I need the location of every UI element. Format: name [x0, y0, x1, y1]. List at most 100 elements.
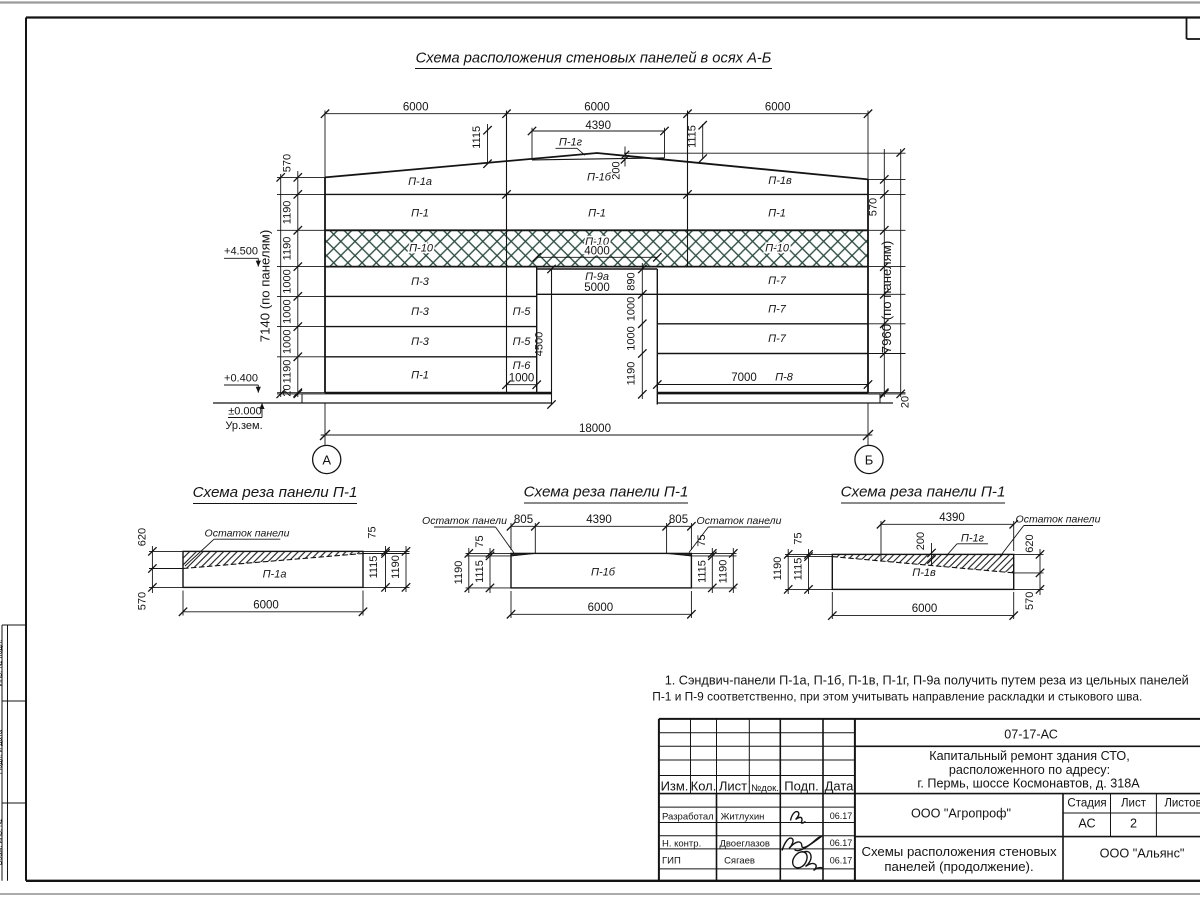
svg-text:ООО "Альянс": ООО "Альянс": [1100, 847, 1185, 861]
svg-text:П-10: П-10: [409, 243, 434, 255]
svg-text:П-5: П-5: [513, 336, 532, 348]
svg-text:4390: 4390: [586, 514, 612, 526]
svg-text:620: 620: [1024, 534, 1036, 552]
svg-text:7000: 7000: [731, 372, 757, 384]
svg-text:18000: 18000: [579, 423, 611, 435]
svg-text:1. Сэндвич-панели П-1а, П-1б,: 1. Сэндвич-панели П-1а, П-1б, П-1в, П-1г…: [665, 674, 1189, 688]
svg-text:1000: 1000: [626, 326, 638, 350]
svg-text:П-7: П-7: [768, 333, 787, 345]
svg-text:П-10: П-10: [585, 236, 610, 248]
svg-text:4390: 4390: [939, 512, 965, 524]
svg-text:1115: 1115: [793, 558, 805, 581]
svg-text:6000: 6000: [403, 101, 429, 113]
svg-text:П-7: П-7: [768, 275, 787, 287]
svg-text:Лист: Лист: [719, 778, 747, 793]
svg-text:Схема реза панели П-1: Схема реза панели П-1: [524, 484, 689, 501]
svg-text:6000: 6000: [912, 603, 938, 615]
svg-text:1115: 1115: [697, 560, 709, 583]
svg-text:±0.000: ±0.000: [228, 406, 262, 418]
svg-text:АС: АС: [1078, 817, 1095, 831]
svg-text:6000: 6000: [765, 101, 791, 113]
svg-text:Остаток панели: Остаток панели: [205, 528, 290, 540]
svg-text:1000: 1000: [282, 329, 294, 353]
svg-text:1115: 1115: [368, 556, 380, 579]
svg-text:г. Пермь, шоссе Космонавтов, д: г. Пермь, шоссе Космонавтов, д. 318А: [917, 776, 1140, 790]
svg-text:Сягаев: Сягаев: [724, 856, 755, 867]
svg-text:А: А: [322, 452, 331, 467]
svg-text:Н. контр.: Н. контр.: [662, 838, 701, 849]
svg-text:ООО "Агропроф": ООО "Агропроф": [911, 806, 1011, 820]
svg-text:1190: 1190: [718, 560, 730, 584]
svg-text:+0.400: +0.400: [224, 372, 258, 384]
svg-text:570: 570: [137, 592, 149, 610]
svg-text:1000: 1000: [282, 269, 294, 293]
svg-text:Изм.: Изм.: [661, 778, 689, 793]
svg-text:7960 (по панелям): 7960 (по панелям): [879, 241, 894, 353]
svg-text:890: 890: [626, 272, 638, 290]
svg-text:Инв. № подл.: Инв. № подл.: [0, 640, 4, 687]
svg-text:Остаток панели: Остаток панели: [697, 515, 782, 527]
svg-text:Схема реза панели П-1: Схема реза панели П-1: [193, 484, 358, 501]
svg-text:Схемы расположения стеновых: Схемы расположения стеновых: [861, 844, 1057, 859]
svg-text:805: 805: [669, 514, 688, 526]
svg-text:П-8: П-8: [775, 372, 794, 384]
svg-text:1190: 1190: [282, 237, 294, 261]
svg-text:+4.500: +4.500: [224, 246, 258, 258]
svg-text:1190: 1190: [282, 201, 294, 225]
svg-text:П-1г: П-1г: [961, 533, 985, 545]
svg-text:П-1: П-1: [411, 370, 429, 382]
svg-text:Взам. инв. №: Взам. инв. №: [0, 819, 4, 865]
svg-text:1190: 1190: [626, 362, 638, 386]
svg-text:Остаток панели: Остаток панели: [422, 515, 507, 527]
svg-text:1000: 1000: [282, 299, 294, 323]
svg-text:П-3: П-3: [411, 276, 430, 288]
svg-text:П-9а: П-9а: [585, 271, 609, 283]
svg-text:07-17-АС: 07-17-АС: [1004, 728, 1058, 742]
svg-text:Ур.зем.: Ур.зем.: [225, 420, 262, 432]
svg-text:П-5: П-5: [513, 306, 532, 318]
svg-text:1190: 1190: [772, 557, 784, 581]
svg-text:расположенного по адресу:: расположенного по адресу:: [949, 763, 1110, 777]
svg-text:06.17: 06.17: [830, 855, 853, 865]
svg-text:200: 200: [915, 532, 927, 550]
svg-text:П-1: П-1: [411, 208, 429, 220]
svg-text:Разработал: Разработал: [662, 811, 714, 822]
svg-text:Стадия: Стадия: [1067, 798, 1106, 810]
svg-text:П-1 и П-9 соответственно, при: П-1 и П-9 соответственно, при этом учиты…: [652, 689, 1142, 703]
svg-text:570: 570: [868, 198, 880, 216]
svg-text:4390: 4390: [585, 120, 611, 132]
svg-text:Остаток панели: Остаток панели: [1016, 514, 1101, 526]
svg-text:06.17: 06.17: [830, 838, 853, 848]
svg-text:П-1а: П-1а: [263, 568, 287, 580]
svg-text:620: 620: [137, 528, 149, 546]
svg-text:6000: 6000: [253, 600, 279, 612]
svg-text:П-1б: П-1б: [587, 172, 612, 184]
svg-text:П-10: П-10: [765, 243, 790, 255]
svg-text:6000: 6000: [588, 602, 614, 614]
svg-text:1115: 1115: [471, 126, 483, 149]
svg-text:П-3: П-3: [411, 306, 430, 318]
svg-text:П-1б: П-1б: [591, 566, 616, 578]
svg-text:20: 20: [282, 384, 294, 396]
svg-text:Подп.: Подп.: [784, 778, 819, 793]
svg-text:П-1: П-1: [588, 208, 606, 220]
svg-text:1000: 1000: [626, 297, 638, 321]
svg-text:Листов: Листов: [1164, 798, 1200, 810]
svg-text:П-6: П-6: [513, 360, 532, 372]
svg-text:1115: 1115: [474, 560, 486, 583]
svg-text:1000: 1000: [509, 373, 535, 385]
svg-text:805: 805: [514, 514, 533, 526]
svg-text:20: 20: [900, 396, 912, 408]
svg-text:200: 200: [611, 161, 623, 179]
svg-text:4000: 4000: [584, 245, 610, 257]
svg-text:1115: 1115: [686, 125, 698, 148]
svg-text:П-1в: П-1в: [768, 175, 792, 187]
svg-text:Лист: Лист: [1121, 798, 1147, 810]
svg-text:1190: 1190: [390, 555, 402, 579]
svg-text:75: 75: [793, 532, 805, 544]
svg-text:Схема расположения стеновых па: Схема расположения стеновых панелей в ос…: [416, 51, 772, 67]
svg-text:ГИП: ГИП: [662, 856, 681, 867]
svg-text:Б: Б: [865, 452, 874, 467]
svg-text:Двоеглазов: Двоеглазов: [719, 838, 770, 849]
svg-text:5000: 5000: [584, 282, 610, 294]
